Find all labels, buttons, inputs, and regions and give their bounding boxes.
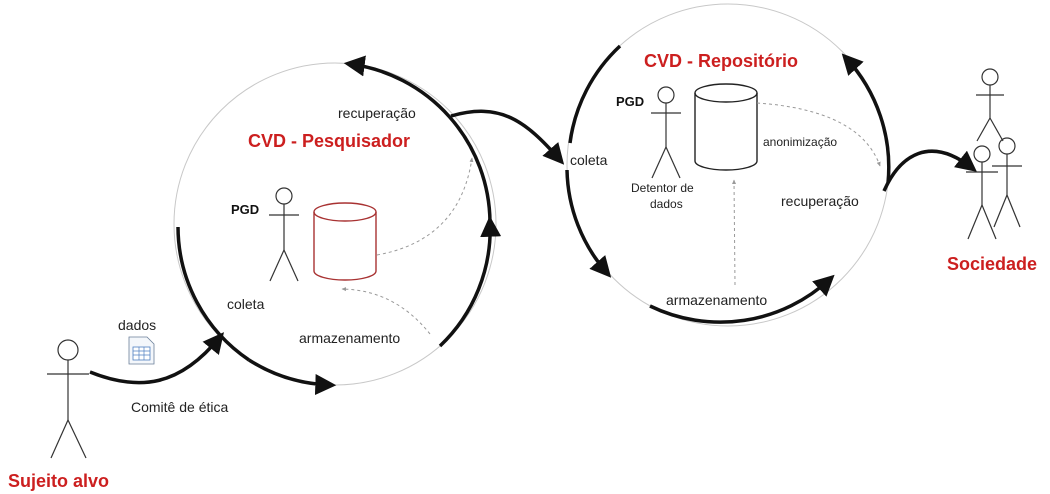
repository-recuperacao-label: recuperação: [781, 193, 859, 209]
repository-to-society-arrow: [882, 149, 977, 192]
researcher-coleta-label: coleta: [227, 296, 265, 312]
repository-arrow-right: [841, 53, 891, 184]
researcher-to-repository-arrow: [450, 109, 565, 165]
subject-label: Sujeito alvo: [8, 471, 109, 491]
researcher-title: CVD - Pesquisador: [248, 131, 410, 151]
repository-arrow-bottom: [649, 274, 835, 324]
repository-dashed-flow-store: [732, 179, 737, 286]
researcher-database-icon: [313, 202, 377, 281]
researcher-pgd-actor-icon: [269, 187, 299, 282]
researcher-arrow-bottom: [248, 358, 337, 396]
repository-pgd-label: PGD: [616, 94, 644, 109]
researcher-armazenamento-label: armazenamento: [299, 330, 400, 346]
repository-arc-topleft: [568, 44, 622, 144]
repository-title: CVD - Repositório: [644, 51, 798, 71]
researcher-recuperacao-label: recuperação: [338, 105, 416, 121]
researcher-dashed-flow-store: [341, 287, 431, 335]
subject-actor-icon: [47, 339, 89, 459]
repository-dashed-flow-anon: [756, 102, 881, 167]
researcher-pgd-label: PGD: [231, 202, 259, 217]
researcher-dashed-flow-up: [376, 157, 474, 256]
repository-arrow-left: [565, 169, 612, 278]
society-actors-icon: [966, 68, 1022, 240]
researcher-arc-coleta: [176, 226, 250, 362]
repository-cycle: CVD - Repositório coleta anonimização re…: [565, 3, 891, 327]
repository-holder-label-line2: dados: [650, 197, 683, 211]
repository-coleta-label: coleta: [570, 152, 608, 168]
data-label: dados: [118, 317, 156, 333]
spreadsheet-file-icon: [128, 336, 155, 365]
researcher-arrow-right: [438, 215, 502, 348]
researcher-cycle: CVD - Pesquisador recuperação coleta arm…: [173, 55, 502, 396]
ethics-committee-label: Comitê de ética: [131, 399, 228, 415]
researcher-arrow-top: [343, 55, 492, 223]
subject-to-researcher-arrow: [89, 332, 224, 385]
repository-anonimizacao-label: anonimização: [763, 135, 837, 149]
repository-database-icon: [694, 83, 758, 171]
repository-holder-label-line1: Detentor de: [631, 181, 694, 195]
repository-pgd-actor-icon: [651, 86, 681, 179]
repository-armazenamento-label: armazenamento: [666, 292, 767, 308]
society-label: Sociedade: [947, 254, 1037, 274]
